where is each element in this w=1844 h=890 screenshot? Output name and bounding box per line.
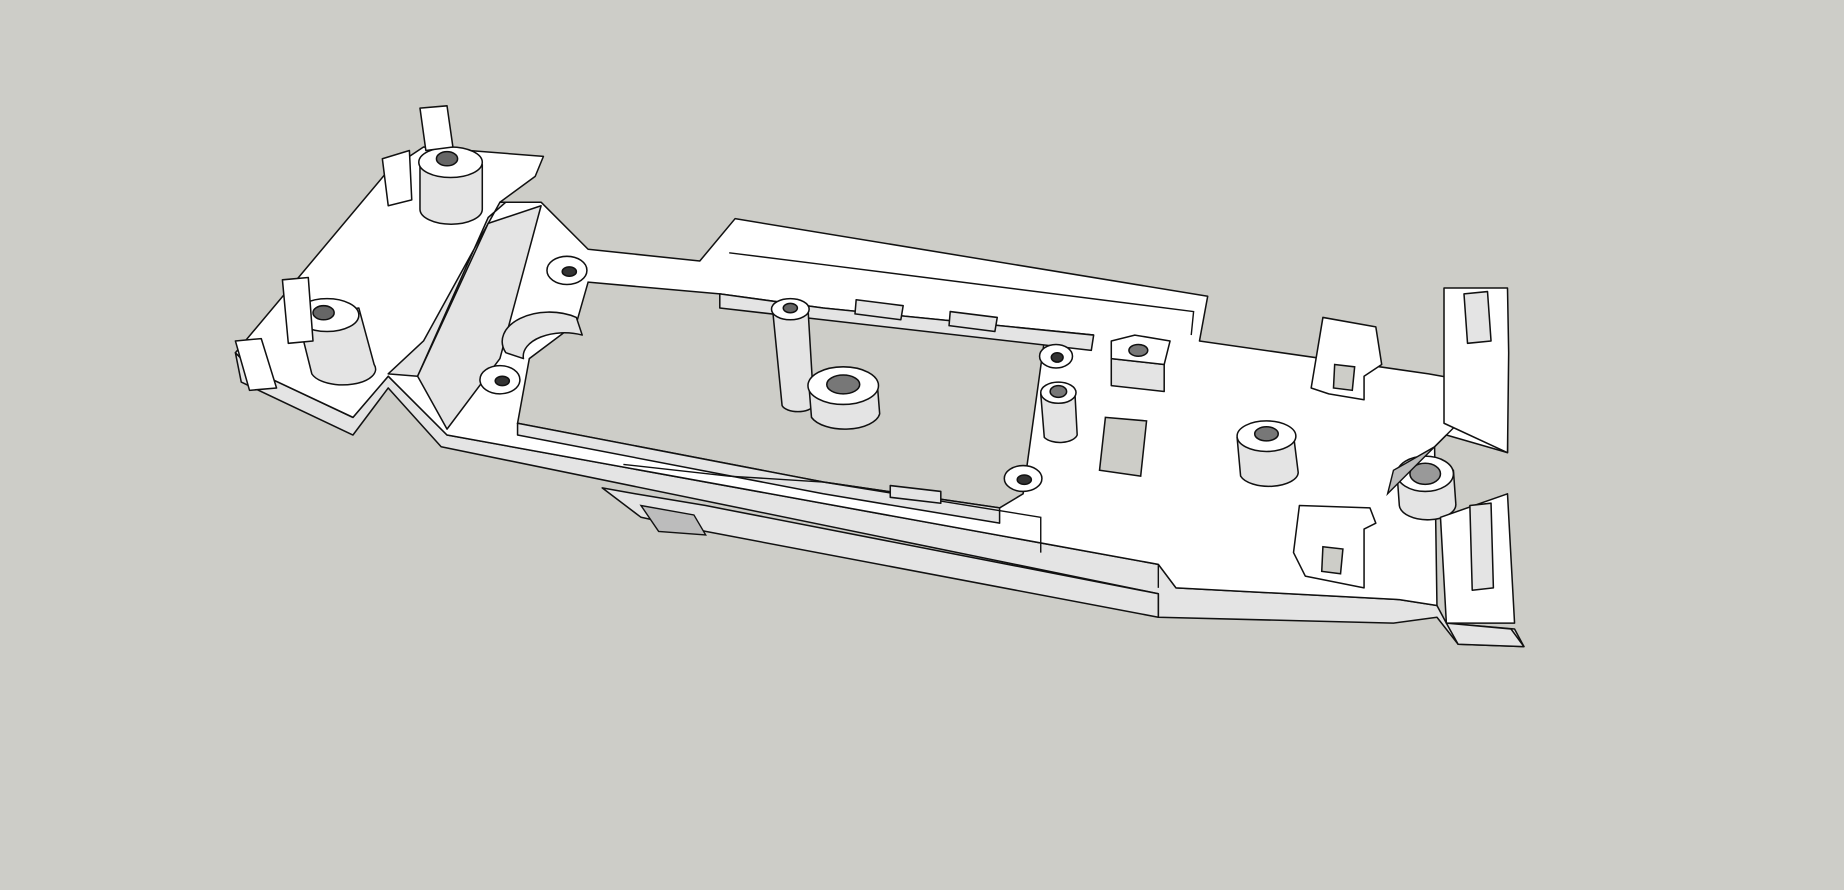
rail-edges	[623, 252, 1195, 588]
mounting-posts	[294, 146, 1457, 521]
blocks	[854, 299, 1459, 504]
cutout-wall	[719, 293, 1095, 352]
post-center-ring	[807, 366, 881, 430]
brackets	[234, 105, 1516, 624]
screw-lugs	[479, 255, 1074, 493]
post-rear-mid	[1236, 420, 1299, 488]
post-rear-small	[1039, 381, 1078, 444]
post-front-top	[418, 146, 484, 225]
post-center-tall	[770, 297, 815, 413]
